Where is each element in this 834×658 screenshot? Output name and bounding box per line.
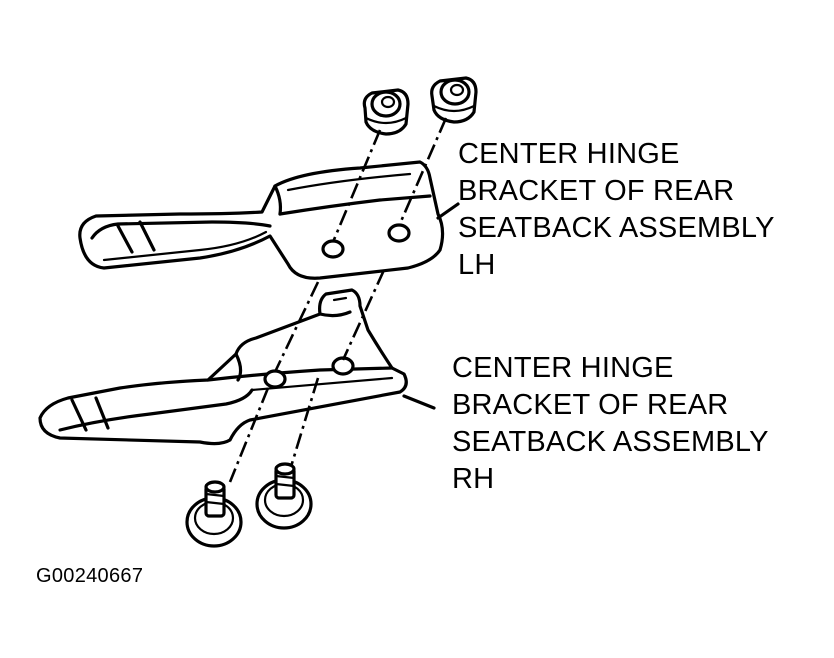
top-nut-left	[362, 88, 410, 136]
bottom-bolt-right	[255, 462, 313, 530]
rh-label-line-1: CENTER HINGE	[452, 352, 674, 384]
lh-label-line-2: BRACKET OF REAR	[458, 175, 735, 207]
rh-bracket	[38, 288, 408, 446]
rh-label-line-2: BRACKET OF REAR	[452, 389, 729, 421]
rh-bracket-label: CENTER HINGE BRACKET OF REAR SEATBACK AS…	[452, 350, 769, 498]
lh-leader-line	[436, 202, 460, 220]
lh-label-line-1: CENTER HINGE	[458, 138, 680, 170]
lh-bracket-label: CENTER HINGE BRACKET OF REAR SEATBACK AS…	[458, 136, 775, 284]
lh-label-line-3: SEATBACK ASSEMBLY	[458, 212, 775, 244]
rh-label-line-4: RH	[452, 463, 495, 495]
figure-id: G00240667	[36, 565, 144, 587]
rh-leader-line	[402, 394, 436, 410]
alignment-lines	[228, 117, 448, 483]
lh-bracket	[78, 160, 445, 280]
bottom-bolt-left	[185, 480, 243, 548]
rh-label-line-3: SEATBACK ASSEMBLY	[452, 426, 769, 458]
lh-label-line-4: LH	[458, 249, 496, 281]
top-nut-right	[430, 76, 478, 124]
